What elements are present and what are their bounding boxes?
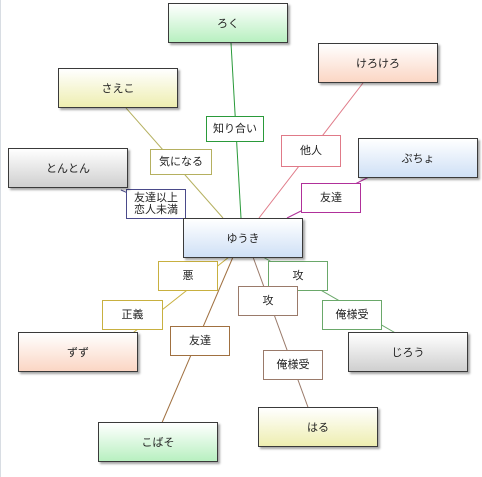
node-tonton-label: とんとん [46,162,90,175]
link-label-tomodachi-kobaso: 友達 [170,326,230,356]
node-jirou[interactable]: じろう [348,332,468,372]
link-label-seigi: 正義 [102,300,163,330]
node-kerokero[interactable]: けろけろ [318,43,438,83]
link-yuuki-haru [252,256,310,411]
link-label-kininaru-text: 気になる [159,155,203,168]
node-roku-label: ろく [217,17,239,30]
link-label-kou-jirou-text: 攻 [292,269,304,282]
node-saeko[interactable]: さえこ [58,68,178,108]
node-haru[interactable]: はる [258,407,378,447]
node-tonton[interactable]: とんとん [8,148,128,188]
link-label-kou-haru: 攻 [238,286,298,316]
link-label-tanin: 他人 [281,135,341,167]
node-kobaso[interactable]: こばそ [98,422,218,462]
node-yuuki-label: ゆうき [226,232,260,245]
link-label-tomodachi-ijou: 友達以上 恋人未満 [126,189,186,219]
link-label-kou-haru-text: 攻 [262,294,274,307]
link-label-kininaru: 気になる [150,149,212,175]
link-label-aku-text: 悪 [182,269,194,282]
node-puccho-label: ぷちょ [401,152,435,165]
link-label-tanin-text: 他人 [300,144,322,157]
link-label-oresama-jirou-text: 俺様受 [335,308,369,321]
node-roku[interactable]: ろく [168,3,288,43]
link-label-shiriai: 知り合い [206,116,264,142]
link-label-tomodachi-ijou-text: 友達以上 恋人未満 [134,191,178,216]
link-label-oresama-haru: 俺様受 [263,350,323,380]
node-yuuki[interactable]: ゆうき [183,218,303,258]
node-jirou-label: じろう [391,346,425,359]
node-kobaso-label: こばそ [141,436,175,449]
link-label-tomodachi-kobaso-text: 友達 [189,334,211,347]
link-label-shiriai-text: 知り合い [213,122,257,135]
node-kerokero-label: けろけろ [356,57,400,70]
node-puccho[interactable]: ぷちょ [358,138,478,178]
node-zuzu-label: ずず [67,346,89,359]
node-zuzu[interactable]: ずず [18,332,138,372]
link-label-oresama-jirou: 俺様受 [322,300,382,330]
link-label-seigi-text: 正義 [121,308,144,321]
node-saeko-label: さえこ [101,82,135,95]
link-label-tomodachi-puccho: 友達 [301,183,361,213]
link-label-tomodachi-puccho-text: 友達 [320,191,342,204]
link-label-oresama-haru-text: 俺様受 [276,358,310,371]
link-label-aku: 悪 [158,261,218,291]
node-haru-label: はる [307,421,329,434]
